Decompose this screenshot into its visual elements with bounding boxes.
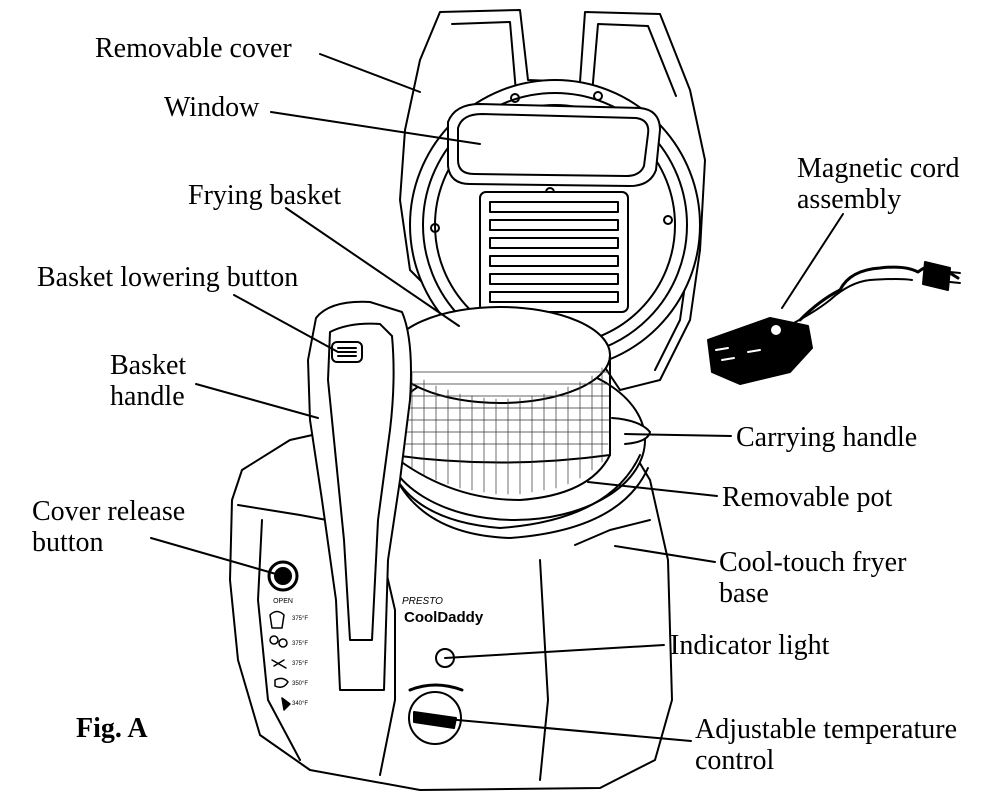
food-icons [269,610,291,711]
frying-basket-illustration [389,306,611,501]
leader-lines [150,53,844,742]
vent-grille [479,191,629,313]
leader-adjustable-temperature-control [434,717,692,742]
leader-indicator-light [444,644,665,659]
label-removable-pot: Removable pot [722,482,893,513]
brand-text: PRESTO [402,596,443,607]
temperature-mark: 350°F [292,681,308,687]
label-basket-handle-line2: handle [110,381,185,412]
window-illustration [447,103,661,187]
label-magnetic-cord-assembly-line2: assembly [797,184,902,215]
open-label: OPEN [273,598,293,605]
leader-basket-lowering-button [233,294,339,353]
leader-cover-release-button [150,537,284,577]
label-removable-cover: Removable cover [95,33,292,64]
label-cool-touch-fryer-base: Cool-touch fryer base [719,547,906,609]
label-indicator-light: Indicator light [670,630,830,661]
label-cover-release-button-line1: Cover release [32,496,186,527]
leader-removable-pot [587,481,718,497]
label-basket-handle: Basket handle [110,350,186,412]
temperature-mark: 375°F [292,616,308,622]
basket-lowering-button-illustration [331,341,363,363]
label-magnetic-cord-assembly-line1: Magnetic cord [797,153,960,184]
label-cool-touch-fryer-base-line1: Cool-touch fryer [719,547,907,578]
label-carrying-handle: Carrying handle [736,422,918,453]
label-adjustable-temperature-control-line1: Adjustable temperature [695,714,958,745]
label-window: Window [164,92,260,123]
label-frying-basket: Frying basket [188,180,342,211]
temperature-mark: 375°F [292,641,308,647]
leader-window [270,111,481,145]
temperature-mark: 340°F [292,701,308,707]
temperature-marks: 375°F 375°F 375°F 350°F 340°F [292,616,308,707]
label-basket-lowering-button: Basket lowering button [37,262,299,293]
leader-cool-touch-fryer-base [614,545,716,563]
label-cover-release-button-line2: button [32,527,104,558]
leader-carrying-handle [624,433,732,437]
model-text: CoolDaddy [404,609,484,626]
figure-label: Fig. A [76,713,148,744]
leader-frying-basket [285,207,460,327]
carrying-handle-illustration [611,417,651,445]
label-adjustable-temperature-control-line2: control [695,745,775,776]
leader-removable-cover [319,53,421,93]
label-cover-release-button: Cover release button [32,496,185,558]
label-cool-touch-fryer-base-line2: base [719,578,769,609]
magnetic-cord-illustration [707,261,961,385]
leader-magnetic-cord-assembly [781,213,844,309]
label-adjustable-temperature-control: Adjustable temperature control [695,714,957,776]
leader-basket-handle [195,383,319,419]
temperature-mark: 375°F [292,661,308,667]
basket-handle-illustration [307,300,412,691]
label-magnetic-cord-assembly: Magnetic cord assembly [797,153,960,215]
label-basket-handle-line1: Basket [110,350,187,381]
